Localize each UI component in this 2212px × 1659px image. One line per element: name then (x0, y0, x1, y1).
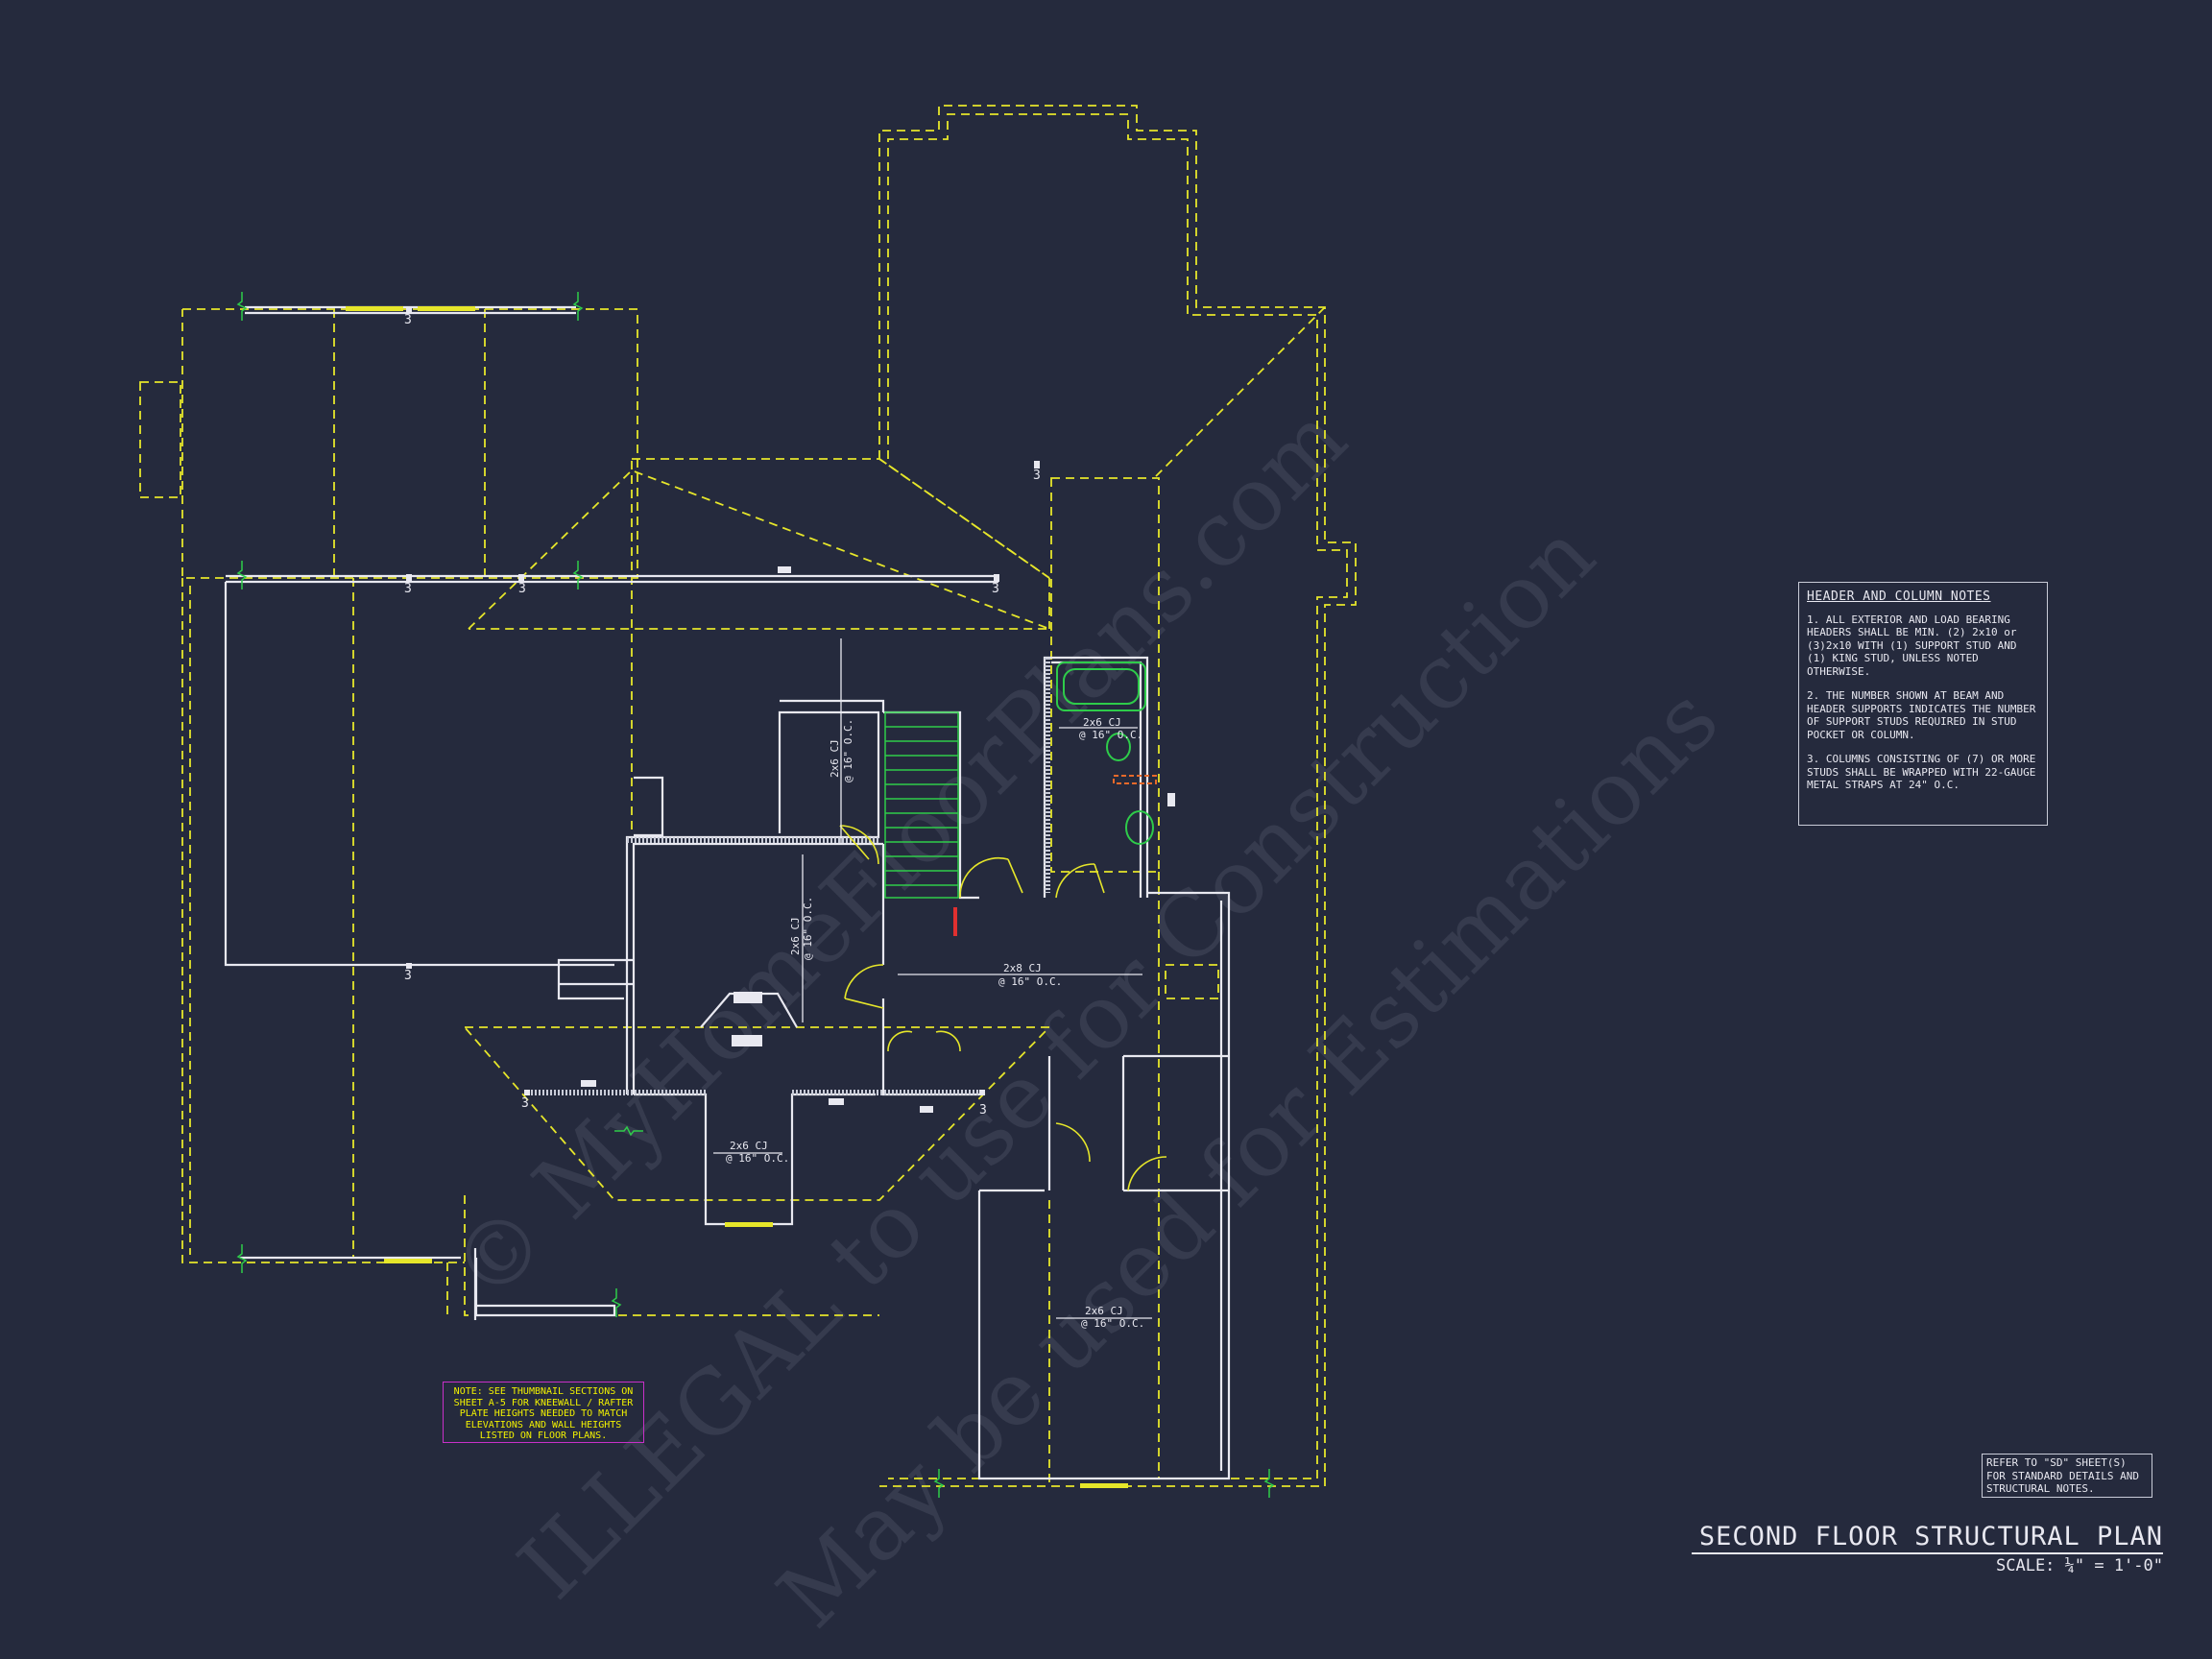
joist-label-2x6: 2x6 CJ (789, 917, 802, 955)
note-item: 3. COLUMNS CONSISTING OF (7) OR MORE STU… (1807, 753, 2036, 791)
joist-label-2x6: 2x6 CJ (829, 739, 841, 778)
stud-markers (406, 306, 1175, 1113)
joist-spacing: @ 16" O.C. (1079, 729, 1142, 741)
stud-count-label: 3 (404, 969, 412, 983)
stud-count-label: 3 (1033, 469, 1041, 483)
roof-outline (139, 105, 1357, 1487)
stud-count-labels: 3 3 3 3 3 3 3 3 (404, 313, 1041, 1118)
stud-count-label: 3 (521, 1096, 529, 1111)
joist-label-2x6: 2x6 CJ (1085, 1305, 1123, 1317)
drawing-title: SECOND FLOOR STRUCTURAL PLAN (1698, 1522, 2163, 1551)
header-column-notes: HEADER AND COLUMN NOTES 1. ALL EXTERIOR … (1798, 582, 2048, 826)
joist-spacing: @ 16" O.C. (842, 719, 854, 782)
kneewall-note: NOTE: SEE THUMBNAIL SECTIONS ON SHEET A-… (443, 1382, 644, 1443)
joist-spacing: @ 16" O.C. (998, 975, 1062, 988)
stud-count-label: 3 (404, 582, 412, 596)
window-markers (346, 306, 1128, 1488)
title-underline (1692, 1552, 2163, 1554)
walls (224, 305, 1231, 1480)
hatched-walls (527, 658, 1050, 1095)
drawing-scale: SCALE: ¼" = 1'-0" (1996, 1556, 2163, 1575)
joist-spacing: @ 16" O.C. (802, 897, 814, 960)
joist-spacing: @ 16" O.C. (1081, 1317, 1144, 1330)
toilet-icon (1106, 733, 1154, 845)
notes-heading: HEADER AND COLUMN NOTES (1807, 589, 1991, 604)
break-markers (236, 292, 1275, 1498)
stud-count-label: 3 (979, 1103, 987, 1118)
door-swings (839, 825, 1167, 1191)
bathtub-icon (1056, 661, 1146, 711)
stud-count-label: 3 (992, 582, 999, 596)
header-marker (1113, 775, 1157, 784)
refer-sd-note: REFER TO "SD" SHEET(S) FOR STANDARD DETA… (1982, 1454, 2152, 1498)
joist-span-arrows (713, 638, 1152, 1319)
stair-run (884, 711, 959, 899)
note-item: 2. THE NUMBER SHOWN AT BEAM AND HEADER S… (1807, 689, 2036, 741)
joist-label-2x8: 2x8 CJ (1003, 962, 1042, 974)
stud-count-label: 3 (404, 313, 412, 327)
stud-count-label: 3 (518, 582, 526, 596)
note-item: 1. ALL EXTERIOR AND LOAD BEARING HEADERS… (1807, 613, 2017, 678)
joist-label-2x6: 2x6 CJ (1083, 716, 1121, 729)
joist-spacing: @ 16" O.C. (726, 1152, 789, 1165)
joist-labels: 2x8 CJ @ 16" O.C. 2x6 CJ @ 16" O.C. 2x6 … (726, 716, 1144, 1330)
joist-label-2x6: 2x6 CJ (730, 1140, 768, 1152)
